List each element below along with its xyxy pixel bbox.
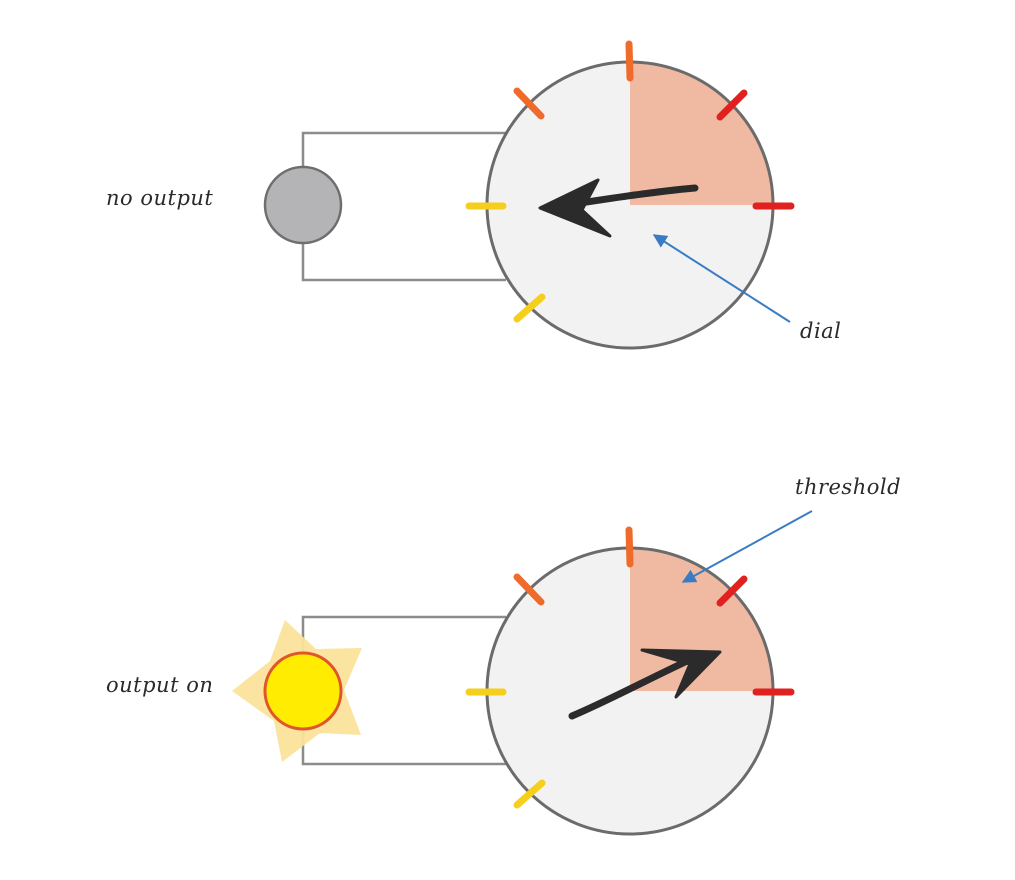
tick-orange-top — [625, 40, 634, 82]
threshold-callout-arrow — [681, 510, 813, 583]
tick-orange-top — [625, 526, 634, 568]
tick-red-upper-right — [716, 89, 748, 121]
threshold-zone — [630, 62, 773, 205]
dial-label: dial — [800, 319, 841, 343]
no-output-label: no output — [106, 186, 213, 210]
tick-orange-upper-left — [513, 87, 545, 120]
dial-ticks — [465, 40, 795, 323]
dial-ticks — [465, 526, 795, 809]
tick-yellow-lower — [513, 293, 546, 323]
tick-yellow-lower — [513, 779, 546, 809]
dial-pointer — [538, 178, 699, 238]
tick-orange-upper-left — [513, 573, 545, 606]
panel-no-output: no output dial — [106, 40, 841, 350]
dial-callout-arrow — [652, 234, 791, 323]
threshold-label: threshold — [795, 475, 901, 499]
tick-red-upper-right — [716, 575, 748, 607]
panel-output-on: threshold output on — [106, 475, 901, 836]
dial-pointer — [568, 648, 722, 720]
wire-top — [301, 131, 506, 170]
output-on-label: output on — [106, 673, 213, 697]
lamp-off-icon — [263, 165, 343, 245]
wire-bottom — [301, 241, 506, 282]
lamp-on-icon — [263, 651, 343, 731]
